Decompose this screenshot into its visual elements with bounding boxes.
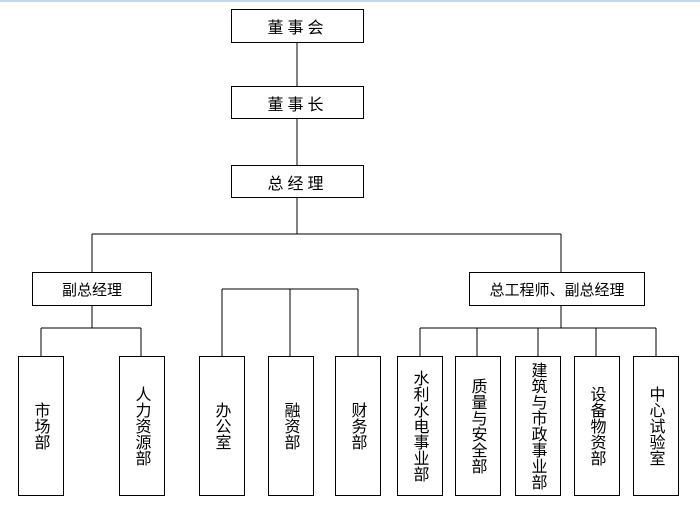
dept-construction-label: 建筑与市政事业部 [528, 362, 548, 490]
dept-lab-label: 中心试验室 [646, 386, 666, 466]
dept-lab-box: 中心试验室 [633, 356, 679, 496]
deputy-gm-label: 副总经理 [61, 280, 122, 299]
dept-market-box: 市场部 [18, 356, 64, 496]
chief-engineer-box: 总工程师、副总经理 [469, 272, 645, 306]
dept-quality-box: 质量与安全部 [455, 356, 501, 496]
window-top-edge [0, 0, 700, 2]
dept-construction-box: 建筑与市政事业部 [515, 356, 561, 496]
deputy-gm-box: 副总经理 [32, 272, 152, 306]
dept-hydro-label: 水利水电事业部 [410, 370, 430, 482]
dept-equipment-box: 设备物资部 [574, 356, 620, 496]
dept-office-label: 办公室 [212, 402, 232, 450]
dept-accounting-box: 财务部 [335, 356, 381, 496]
dept-finance-raise-label: 融资部 [281, 402, 301, 450]
general-manager-label: 总经理 [267, 173, 328, 193]
dept-office-box: 办公室 [199, 356, 245, 496]
dept-accounting-label: 财务部 [348, 402, 368, 450]
dept-finance-raise-box: 融资部 [268, 356, 314, 496]
dept-hr-box: 人力资源部 [119, 356, 165, 496]
chief-engineer-label: 总工程师、副总经理 [489, 280, 625, 299]
board-label: 董事会 [267, 18, 328, 37]
dept-hydro-box: 水利水电事业部 [397, 356, 443, 496]
chairman-box: 董事长 [231, 86, 364, 119]
general-manager-box: 总经理 [231, 165, 364, 198]
dept-equipment-label: 设备物资部 [587, 386, 607, 466]
chairman-label: 董事长 [267, 94, 328, 114]
dept-hr-label: 人力资源部 [132, 386, 152, 466]
board-box: 董事会 [231, 9, 364, 43]
dept-market-label: 市场部 [31, 402, 51, 450]
dept-quality-label: 质量与安全部 [468, 378, 488, 474]
